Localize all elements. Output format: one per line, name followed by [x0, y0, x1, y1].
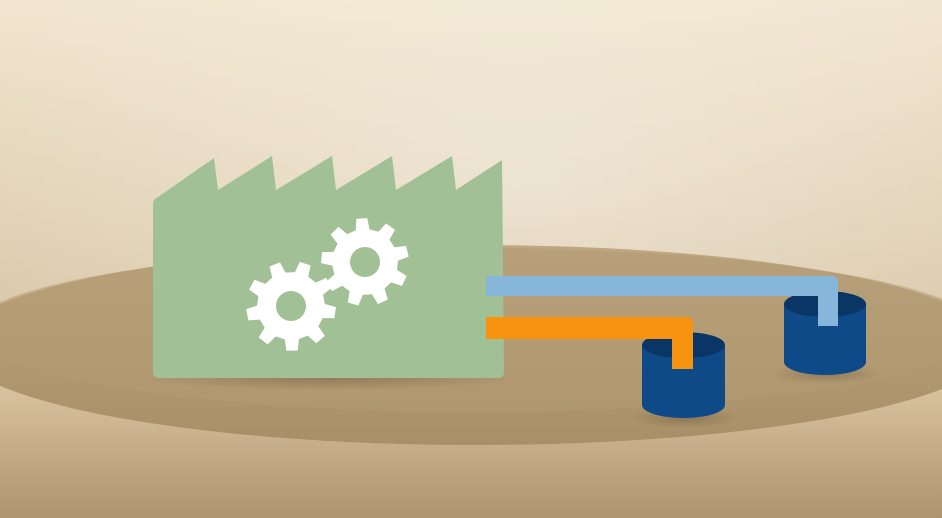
gear-hole	[276, 291, 306, 321]
gear-hole	[350, 247, 380, 277]
factory-icon	[153, 156, 504, 378]
